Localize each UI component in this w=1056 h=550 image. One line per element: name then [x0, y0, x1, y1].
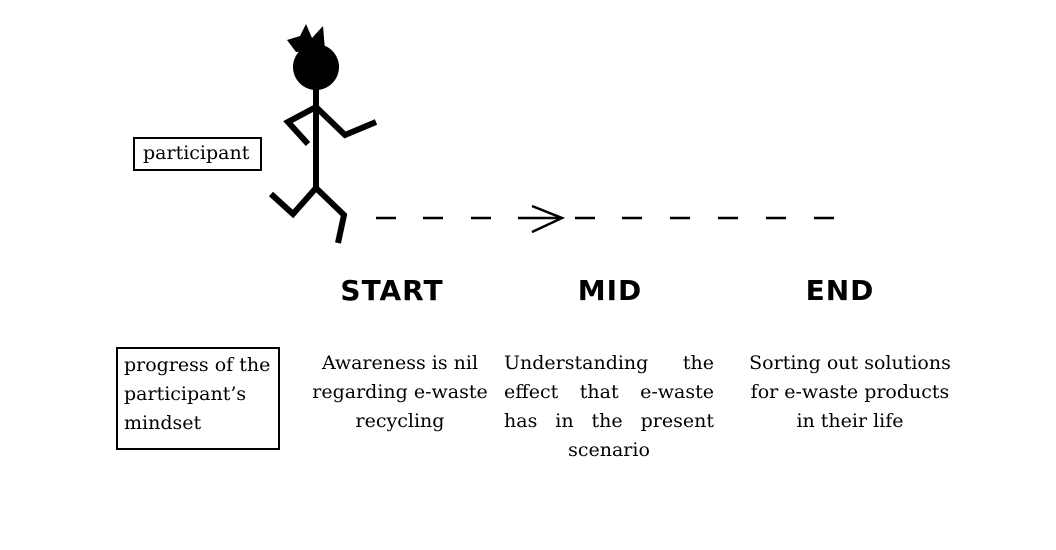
- mindset-label: progress of the participant’s mindset: [116, 347, 280, 450]
- stage-description-start: Awareness is nil regarding e-waste recyc…: [312, 352, 488, 432]
- stage-title-mid: MID: [577, 274, 643, 307]
- stage-title-start: START: [340, 274, 444, 307]
- participant-label: participant: [133, 137, 262, 171]
- stage-description-mid: Understanding the effect that e-waste ha…: [504, 352, 714, 461]
- stage-description-end: Sorting out solutions for e-waste produc…: [749, 352, 951, 432]
- stage-title-end: END: [805, 274, 875, 307]
- arrow-head-icon: [531, 204, 566, 234]
- stick-figure-head: [293, 44, 339, 90]
- stick-figure-icon: [268, 88, 378, 244]
